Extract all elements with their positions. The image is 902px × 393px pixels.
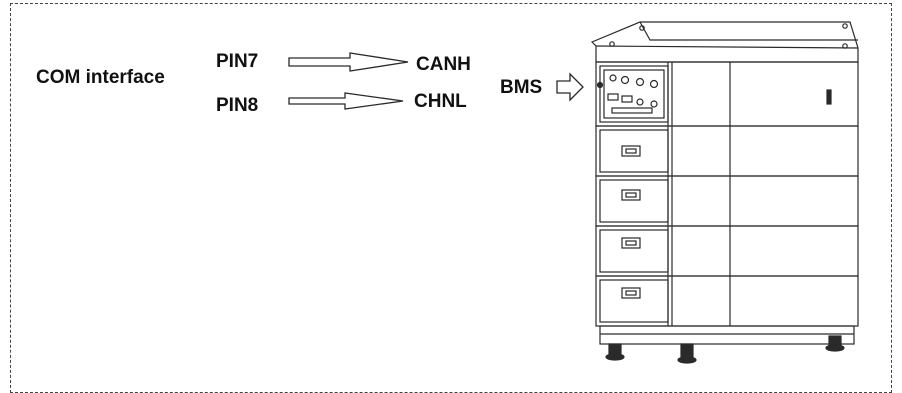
pin8-arrow-icon: [288, 92, 404, 110]
pin7-label: PIN7: [216, 51, 259, 72]
bms-label: BMS: [500, 77, 543, 98]
battery-module-4: [595, 275, 859, 327]
pin8-label: PIN8: [216, 95, 259, 116]
pin7-arrow-icon: [288, 52, 409, 72]
bms-module: [595, 61, 859, 127]
bms-arrow-icon: [556, 72, 584, 102]
chnl-label: CHNL: [414, 91, 467, 112]
canh-label: CANH: [416, 54, 471, 75]
battery-cabinet: [590, 21, 859, 364]
com-interface-label: COM interface: [36, 67, 165, 88]
cabinet-base: [599, 325, 855, 345]
diagram-artwork: [288, 21, 859, 364]
battery-module-2: [595, 175, 859, 227]
battery-module-1: [595, 125, 859, 177]
cabinet-feet: [605, 335, 845, 364]
battery-module-3: [595, 225, 859, 277]
